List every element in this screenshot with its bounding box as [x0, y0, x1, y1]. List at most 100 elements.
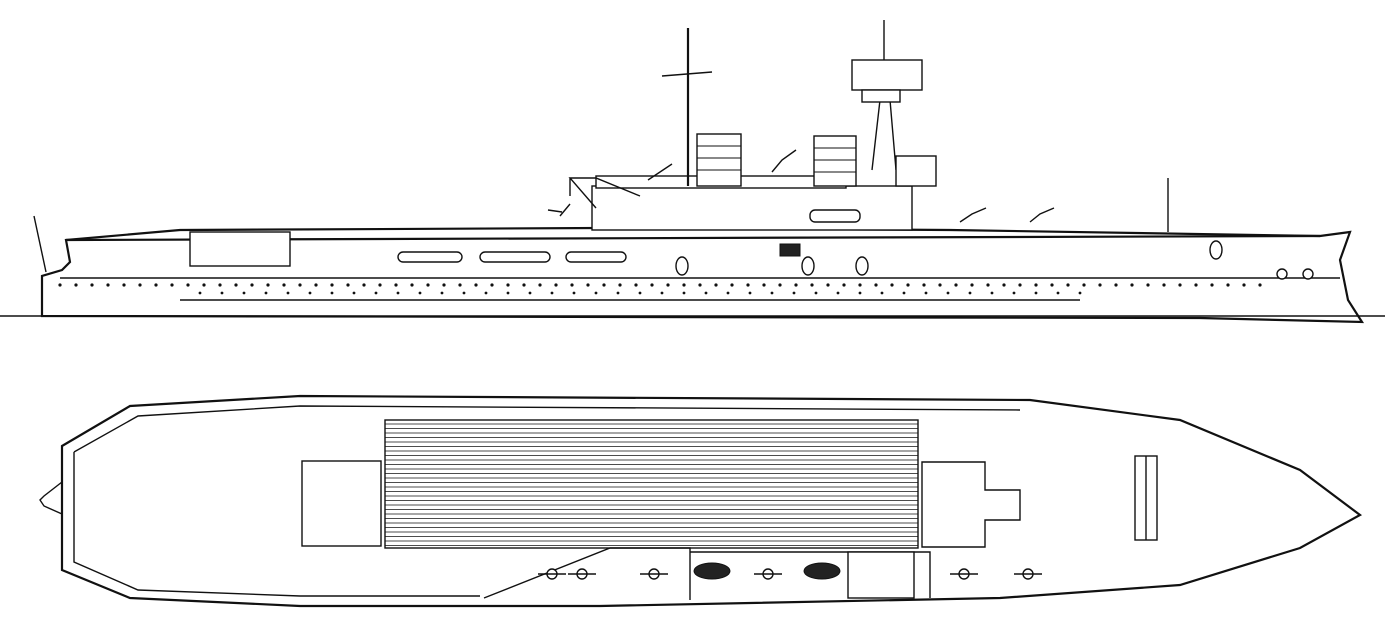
- porthole: [968, 291, 972, 295]
- porthole: [770, 291, 774, 295]
- porthole: [1078, 291, 1082, 295]
- porthole: [202, 283, 206, 287]
- porthole: [810, 283, 814, 287]
- porthole: [1012, 291, 1016, 295]
- porthole: [1210, 283, 1214, 287]
- porthole: [1098, 283, 1102, 287]
- porthole: [704, 291, 708, 295]
- porthole: [218, 283, 222, 287]
- porthole: [440, 291, 444, 295]
- porthole: [986, 283, 990, 287]
- porthole: [954, 283, 958, 287]
- porthole: [1018, 283, 1022, 287]
- porthole: [418, 291, 422, 295]
- porthole: [1178, 283, 1182, 287]
- porthole: [746, 283, 750, 287]
- porthole: [902, 291, 906, 295]
- porthole: [1242, 283, 1246, 287]
- porthole: [378, 283, 382, 287]
- porthole: [198, 291, 202, 295]
- porthole: [938, 283, 942, 287]
- porthole: [410, 283, 414, 287]
- porthole: [572, 291, 576, 295]
- porthole: [922, 283, 926, 287]
- porthole: [74, 283, 78, 287]
- porthole: [1034, 291, 1038, 295]
- porthole: [298, 283, 302, 287]
- profile-view: [0, 20, 1385, 324]
- porthole: [842, 283, 846, 287]
- porthole: [714, 283, 718, 287]
- porthole: [858, 291, 862, 295]
- porthole: [1002, 283, 1006, 287]
- porthole: [698, 283, 702, 287]
- porthole: [726, 291, 730, 295]
- porthole: [730, 283, 734, 287]
- porthole: [906, 283, 910, 287]
- porthole: [490, 283, 494, 287]
- porthole: [538, 283, 542, 287]
- porthole: [890, 283, 894, 287]
- porthole: [250, 283, 254, 287]
- deck-planking: [385, 423, 918, 546]
- porthole: [660, 291, 664, 295]
- porthole: [990, 291, 994, 295]
- porthole: [682, 283, 686, 287]
- porthole: [792, 291, 796, 295]
- porthole: [220, 291, 224, 295]
- porthole: [1226, 283, 1230, 287]
- porthole: [924, 291, 928, 295]
- porthole: [650, 283, 654, 287]
- plan-view: [39, 394, 1363, 608]
- porthole: [586, 283, 590, 287]
- porthole: [1258, 283, 1262, 287]
- island: [568, 20, 937, 231]
- portholes: [58, 283, 1262, 295]
- porthole: [426, 283, 430, 287]
- plan-boats: [693, 551, 915, 599]
- stern-projection: [39, 481, 63, 515]
- porthole: [314, 283, 318, 287]
- porthole: [396, 291, 400, 295]
- porthole: [138, 283, 142, 287]
- porthole: [374, 291, 378, 295]
- porthole: [170, 283, 174, 287]
- porthole: [522, 283, 526, 287]
- porthole: [748, 291, 752, 295]
- stern-pole: [33, 215, 47, 273]
- porthole: [234, 283, 238, 287]
- porthole: [1194, 283, 1198, 287]
- porthole: [1034, 283, 1038, 287]
- hawse-holes: [675, 240, 1314, 280]
- porthole: [594, 291, 598, 295]
- porthole: [858, 283, 862, 287]
- deck-edge-inner: [73, 405, 1021, 597]
- porthole: [106, 283, 110, 287]
- porthole: [506, 283, 510, 287]
- porthole: [666, 283, 670, 287]
- porthole: [484, 291, 488, 295]
- porthole: [1066, 283, 1070, 287]
- porthole: [682, 291, 686, 295]
- funnel-aft: [696, 133, 742, 187]
- porthole: [352, 291, 356, 295]
- plan-guns: [538, 568, 1042, 580]
- boats: [397, 251, 627, 263]
- porthole: [394, 283, 398, 287]
- funnel-fwd: [813, 135, 857, 187]
- porthole: [1146, 283, 1150, 287]
- porthole: [874, 283, 878, 287]
- porthole: [308, 291, 312, 295]
- porthole: [330, 291, 334, 295]
- porthole: [1082, 283, 1086, 287]
- porthole: [58, 283, 62, 287]
- porthole: [762, 283, 766, 287]
- porthole: [122, 283, 126, 287]
- porthole: [362, 283, 366, 287]
- guns: [547, 149, 1055, 223]
- porthole: [778, 283, 782, 287]
- porthole: [330, 283, 334, 287]
- porthole: [836, 291, 840, 295]
- porthole: [638, 291, 642, 295]
- porthole: [528, 291, 532, 295]
